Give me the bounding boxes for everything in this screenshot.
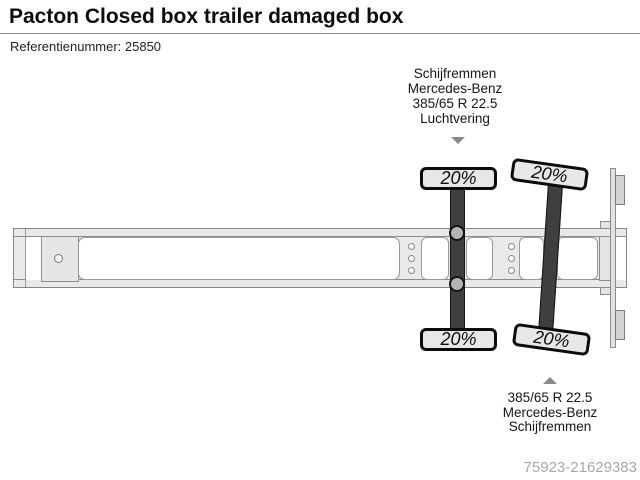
frame-panel	[78, 237, 400, 280]
reference-number: Referentienummer: 25850	[10, 39, 162, 54]
front-section	[26, 237, 42, 280]
crossmember-hole	[508, 243, 515, 250]
frame-panel	[421, 237, 449, 280]
tire-wear-label: 20%	[440, 168, 477, 188]
rear-bumper-bar	[610, 168, 616, 348]
crossmember-hole	[408, 267, 415, 274]
crossmember-hole	[408, 243, 415, 250]
trailer-chassis	[13, 168, 627, 348]
spec-line-brand: Mercedes-Benz	[407, 81, 503, 96]
spec-line-brakes: Schijfremmen	[413, 66, 497, 81]
axle-2-tire-bottom: 20%	[511, 322, 592, 357]
page-title: Pacton Closed box trailer damaged box	[9, 5, 404, 28]
frame-panel	[557, 237, 598, 280]
chassis-rail-top	[14, 236, 626, 237]
spec-line-brakes: Schijfremmen	[508, 419, 592, 434]
tire-wear-label: 20%	[532, 326, 571, 352]
crossmember-hole	[508, 255, 515, 262]
spec-line-suspension: Luchtvering	[420, 111, 490, 126]
rear-bumper-end-bottom	[615, 310, 625, 340]
arrow-down-icon	[451, 137, 465, 144]
tire-wear-label: 20%	[440, 329, 477, 349]
crossmember-hole	[408, 255, 415, 262]
kingpin-circle	[54, 254, 63, 263]
frame-panel	[466, 237, 493, 280]
axle-1-beam	[450, 185, 465, 333]
frame-panel	[519, 237, 544, 280]
spec-line-brand: Mercedes-Benz	[502, 404, 598, 420]
axle-1-suspension-mount	[449, 225, 465, 241]
front-end-line	[25, 229, 26, 287]
listing-id: 75923-21629383	[523, 459, 637, 476]
arrow-up-icon	[543, 377, 557, 384]
rear-bumper-end-top	[615, 175, 625, 205]
tire-wear-label: 20%	[530, 161, 569, 187]
axle-1-tire-bottom: 20%	[420, 328, 497, 351]
axle-1-tire-top: 20%	[420, 167, 497, 190]
front-axle-spec-block: Schijfremmen Mercedes-Benz 385/65 R 22.5…	[355, 66, 555, 126]
crossmember-hole	[508, 267, 515, 274]
spec-line-tire-size: 385/65 R 22.5	[507, 390, 593, 405]
axle-2-tire-top: 20%	[509, 157, 590, 192]
axle-1-suspension-mount	[449, 276, 465, 292]
rear-axle-spec-block: 385/65 R 22.5 Mercedes-Benz Schijfremmen	[450, 390, 640, 435]
frame-panel	[615, 237, 626, 280]
spec-line-tire-size: 385/65 R 22.5	[412, 96, 498, 111]
header-divider	[0, 33, 640, 34]
